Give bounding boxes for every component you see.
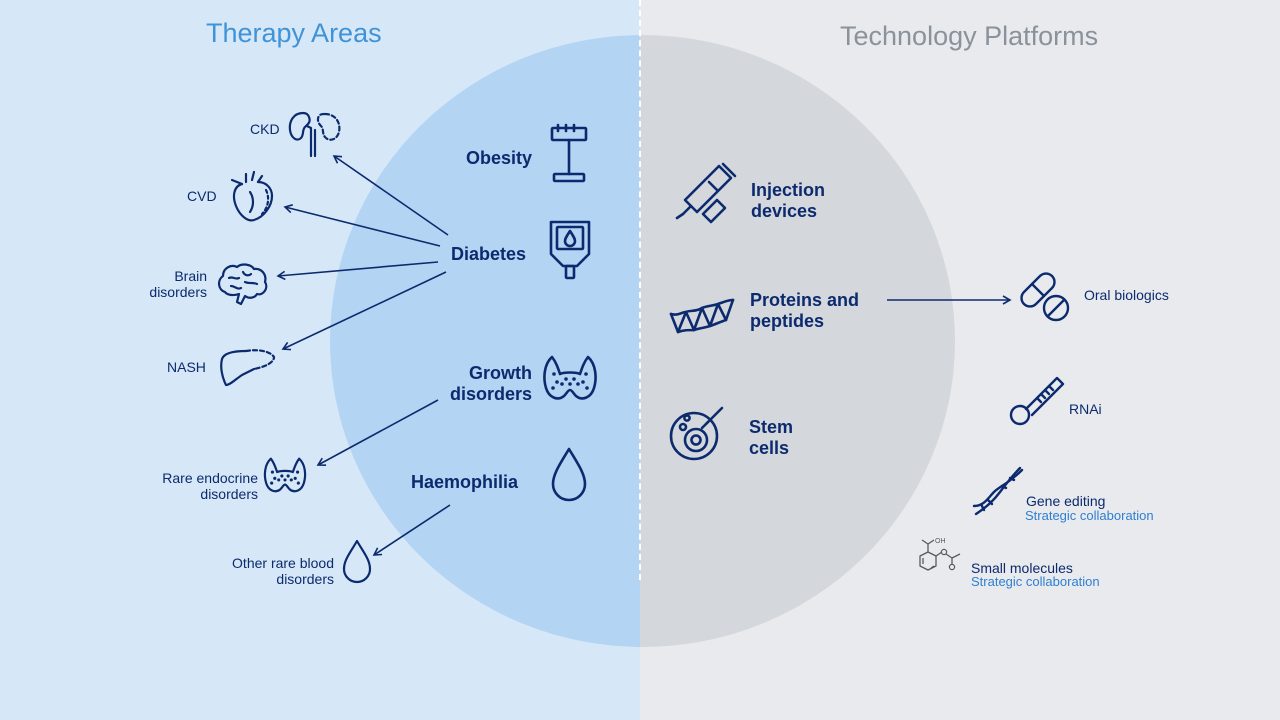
- injection-line-2: devices: [751, 200, 818, 221]
- rnai-label: RNAi: [1069, 401, 1102, 417]
- brain-line-1: Brain: [174, 268, 207, 284]
- arrow-diabetes-ckd: [332, 155, 449, 236]
- small-molecules-note: Strategic collaboration: [971, 574, 1100, 589]
- brain-icon: [218, 263, 268, 306]
- arrow-diabetes-brain: [276, 261, 439, 281]
- small-molecules-label: Small molecules: [971, 560, 1073, 576]
- nash-label: NASH: [167, 359, 206, 375]
- rnai-icon: [1009, 376, 1065, 426]
- circle-technology-half: [640, 35, 955, 647]
- therapy-areas-heading: Therapy Areas: [206, 18, 382, 48]
- proteins-line-1: Proteins and: [750, 290, 860, 310]
- growth-line-2: disorders: [449, 383, 532, 404]
- heart-icon: [230, 170, 274, 222]
- dashed-divider: [639, 0, 641, 580]
- gene-editing-note: Strategic collaboration: [1025, 508, 1154, 523]
- gene-editing-label: Gene editing: [1026, 493, 1106, 509]
- rare-endocrine-line-2: disorders: [200, 486, 258, 503]
- ckd-label: CKD: [250, 121, 280, 137]
- rare-blood-line-1: Other rare blood: [232, 555, 334, 571]
- oral-biologics-label: Oral biologics: [1084, 287, 1169, 303]
- kidney-icon: [288, 111, 341, 158]
- arrow-growth-rare-endocrine: [316, 399, 439, 466]
- stem-line-1: Stem: [749, 417, 794, 437]
- obesity-label: Obesity: [466, 148, 533, 168]
- arrow-diabetes-cvd: [283, 204, 441, 247]
- growth-disorders-label: Growth disorders: [432, 363, 532, 404]
- dna-icon: [972, 466, 1024, 516]
- rare-endocrine-label: Rare endocrine disorders: [138, 470, 258, 502]
- molecule-oh-label: OH: [935, 538, 946, 545]
- stem-cell-icon: [669, 406, 724, 461]
- stem-line-2: cells: [749, 437, 790, 458]
- protein-ribbon-icon: [669, 298, 735, 334]
- center-circle: [330, 35, 955, 647]
- proteins-peptides-label: Proteins and peptides: [750, 290, 859, 331]
- blood-drop-small-icon: [342, 539, 372, 584]
- brain-disorders-label: Brain disorders: [107, 268, 207, 300]
- injection-devices-label: Injection devices: [751, 180, 825, 221]
- arrow-diabetes-nash: [281, 271, 447, 351]
- pills-icon: [1020, 272, 1070, 322]
- haemophilia-label: Haemophilia: [411, 472, 519, 492]
- cvd-label: CVD: [187, 188, 217, 204]
- molecule-icon: OH: [919, 538, 961, 571]
- injection-pen-icon: [675, 162, 737, 224]
- diabetes-label: Diabetes: [451, 244, 527, 264]
- thyroid-small-icon: [263, 457, 307, 493]
- thyroid-icon: [543, 355, 597, 400]
- rare-blood-line-2: disorders: [276, 571, 334, 588]
- injection-line-1: Injection: [751, 180, 826, 200]
- arrow-haemophilia-rare-blood: [372, 504, 451, 556]
- liver-icon: [220, 349, 276, 387]
- growth-line-1: Growth: [469, 363, 532, 383]
- rare-blood-label: Other rare blood disorders: [194, 555, 334, 587]
- glucose-meter-icon: [549, 220, 591, 280]
- technology-platforms-heading: Technology Platforms: [840, 21, 1099, 51]
- blood-drop-icon: [551, 447, 587, 502]
- stem-cells-label: Stem cells: [749, 417, 793, 458]
- circle-therapy-half: [330, 35, 640, 647]
- rare-endocrine-line-1: Rare endocrine: [162, 470, 258, 486]
- scale-icon: [550, 123, 588, 183]
- proteins-line-2: peptides: [750, 310, 825, 331]
- brain-line-2: disorders: [149, 284, 207, 301]
